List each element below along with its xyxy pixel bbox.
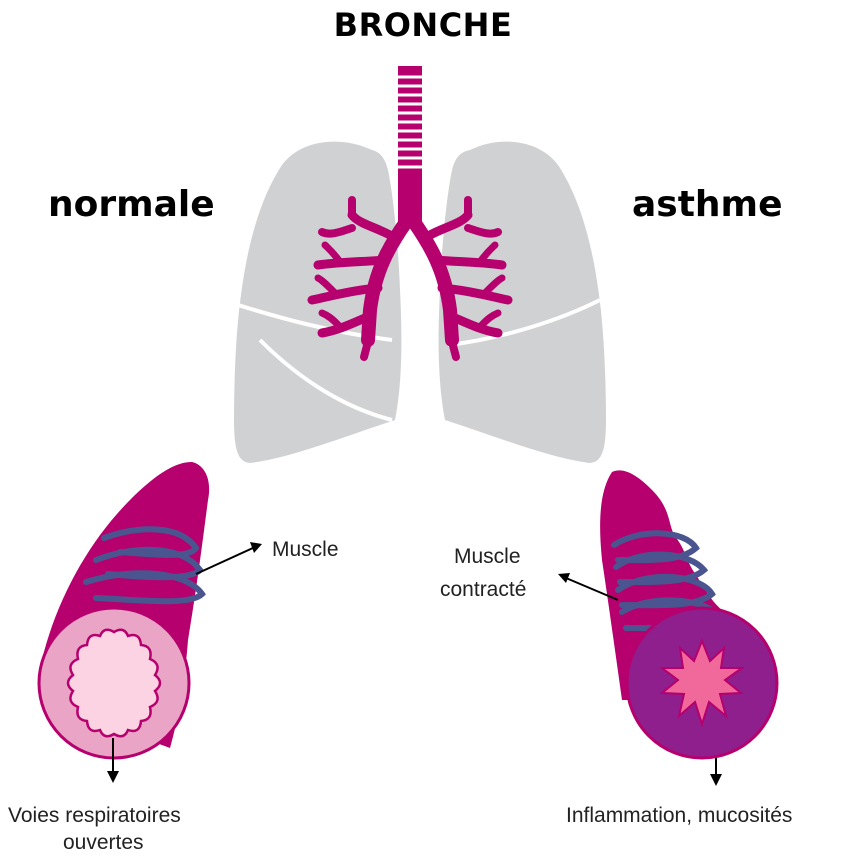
muscle-contracted-label-line2: contracté [440,577,526,602]
open-airways-label-line1: Voies respiratoires [8,803,181,828]
normal-muscle-arrow [196,547,255,574]
muscle-label: Muscle [272,537,339,562]
inflammation-label: Inflammation, mucosités [566,803,792,828]
normal-bronchus-lumen [68,630,160,737]
page-title: BRONCHE [0,6,846,44]
normal-bronchus [39,462,262,783]
asthma-bronchus [558,470,777,786]
right-lung [439,142,606,463]
muscle-contracted-label-line1: Muscle [454,544,521,569]
normal-label: normale [48,184,215,225]
open-airways-label-line2: ouvertes [63,830,144,855]
asthma-label: asthme [632,184,783,225]
